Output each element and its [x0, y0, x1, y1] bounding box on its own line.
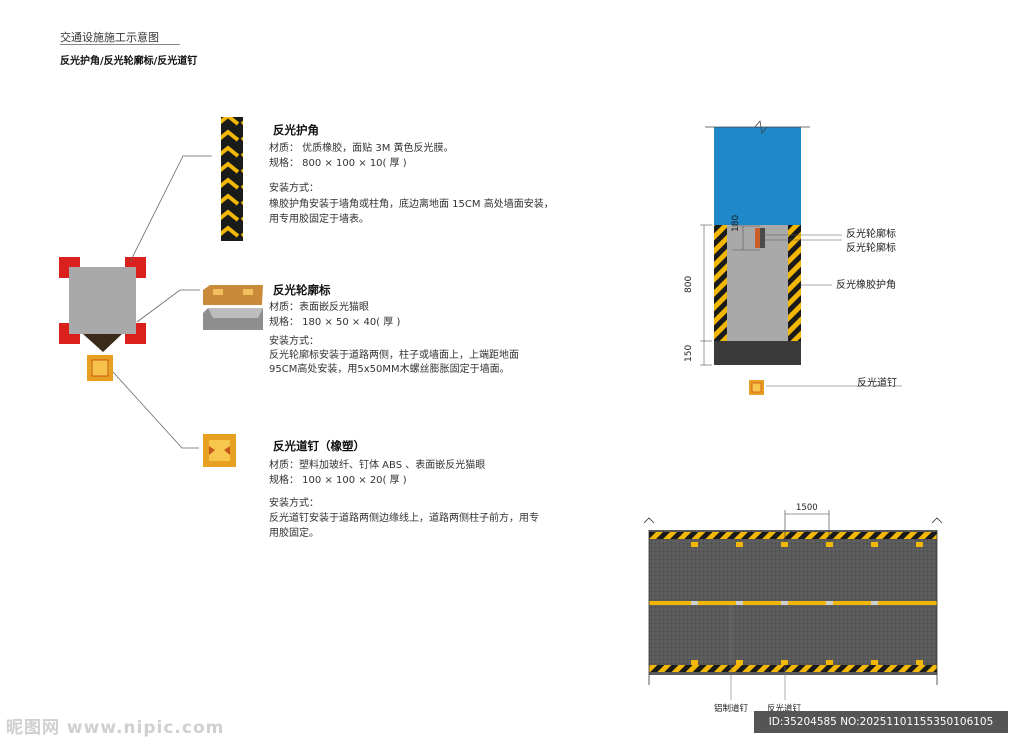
- dimension-180: 180: [731, 214, 741, 232]
- road-stud-material: 材质：塑料加玻纤、钉体 ABS 、表面嵌反光猫眼: [269, 460, 486, 471]
- delineator-title: 反光轮廓标: [273, 283, 331, 297]
- dimension-1500: 1500: [796, 503, 818, 513]
- elevation-label-corner: 反光橡胶护角: [836, 280, 896, 291]
- dimension-800: 800: [684, 275, 694, 293]
- road-stud-install-line: 反光道钉安装于道路两侧边缘线上，道路两侧柱子前方，用专: [269, 513, 539, 524]
- page-subtitle: 反光护角/反光轮廓标/反光道钉: [60, 56, 198, 67]
- road-plan-drawing: [643, 510, 943, 700]
- corner-guard-title: 反光护角: [273, 123, 319, 137]
- watermark-left: 昵图网 www.nipic.com: [6, 718, 225, 738]
- road-stud-install-line: 用胶固定。: [269, 528, 319, 539]
- watermark-id-badge: ID:35204585 NO:20251101155350106105: [754, 711, 1008, 733]
- delineator-material: 材质：表面嵌反光猫眼: [269, 302, 369, 313]
- road-stud-image: [203, 434, 236, 467]
- wall-elevation-drawing: [700, 120, 902, 395]
- delineator-install-line: 反光轮廓标安装于道路两侧，柱子或墙面上，上端距地面: [269, 350, 519, 361]
- corner-guard-image: [221, 117, 243, 241]
- elevation-label-outline: 反光轮廓标: [846, 243, 896, 254]
- delineator-install-line: 95CM高处安装，用5x50MM木螺丝膨胀固定于墙面。: [269, 364, 510, 375]
- corner-guard-install-title: 安装方式：: [269, 183, 319, 194]
- corner-guard-spec: 规格： 800 × 100 × 10( 厚 ): [269, 158, 407, 169]
- page-title: 交通设施施工示意图: [60, 31, 159, 44]
- leader-lines: [112, 155, 212, 449]
- elevation-label-outline: 反光轮廓标: [846, 229, 896, 240]
- delineator-spec: 规格： 180 × 50 × 40( 厚 ): [269, 317, 401, 328]
- dimension-150: 150: [684, 344, 694, 362]
- road-stud-install-title: 安装方式：: [269, 498, 319, 509]
- delineator-image: [203, 285, 263, 330]
- title-underline: [60, 44, 180, 45]
- elevation-label-stud: 反光道钉: [857, 378, 897, 389]
- road-stud-spec: 规格： 100 × 100 × 20( 厚 ): [269, 475, 407, 486]
- corner-guard-install-line: 用专用胶固定于墙表。: [269, 214, 369, 225]
- corner-guard-material: 材质： 优质橡胶，面贴 3M 黄色反光膜。: [269, 143, 454, 154]
- column-plan-icon: [59, 257, 146, 381]
- plan-label-reflective-stud: 反光道钉: [767, 704, 802, 714]
- road-stud-title: 反光道钉（橡塑）: [273, 439, 365, 453]
- plan-label-aluminum-stud: 铝制道钉: [714, 704, 749, 714]
- corner-guard-install-line: 橡胶护角安装于墙角或柱角，底边离地面 15CM 高处墙面安装，: [269, 199, 554, 210]
- delineator-install-title: 安装方式：: [269, 336, 319, 347]
